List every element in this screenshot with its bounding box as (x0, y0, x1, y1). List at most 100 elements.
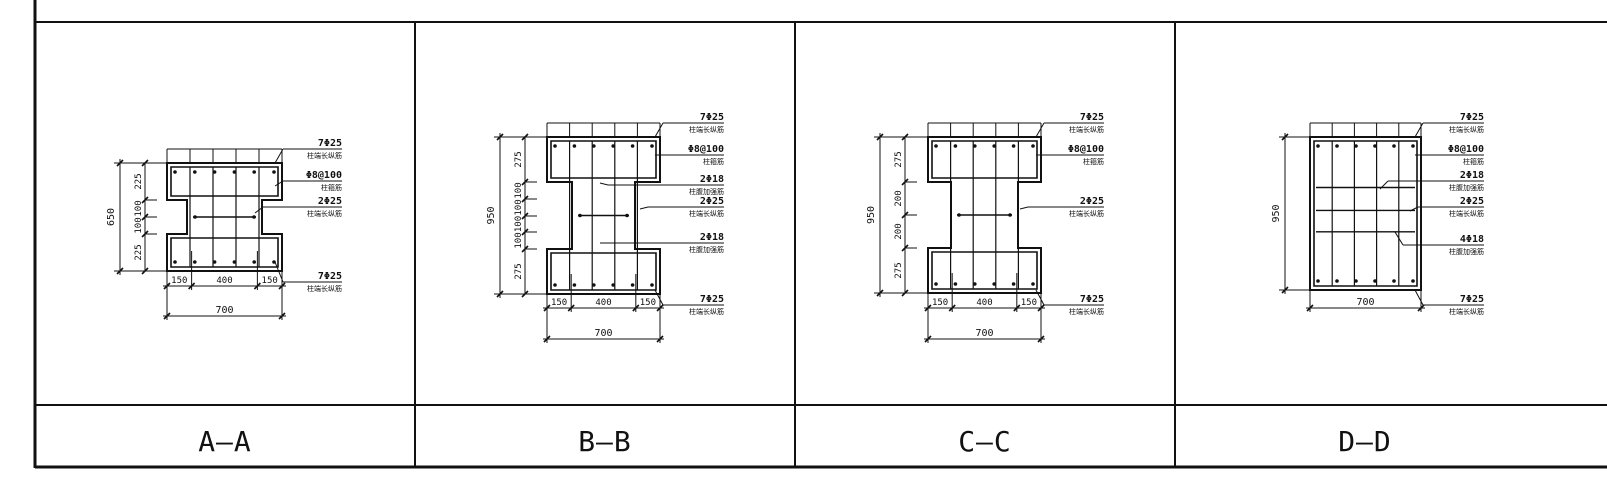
rebar-dot (212, 260, 217, 264)
rebar-dot (1373, 279, 1377, 283)
total-height-dimension: 650 (106, 208, 117, 226)
rebar-dot (193, 170, 197, 174)
note-leader (274, 148, 284, 164)
bottom-dimension: 400 (976, 298, 992, 308)
rebar-spec-label: 7Φ25 (1460, 294, 1484, 305)
width-dimension: 700 (215, 305, 233, 316)
rebar-dot (1411, 279, 1415, 283)
rebar-dot (578, 213, 582, 218)
rebar-dot (1031, 144, 1035, 148)
rebar-spec-note: 柱腹加强筋 (1449, 183, 1484, 192)
rebar-spec-label: Φ8@100 (1448, 144, 1484, 155)
rebar-dot (272, 170, 276, 174)
rebar-dot (611, 144, 615, 148)
rebar-dot (1354, 279, 1358, 283)
sheet-frame (33, 0, 1607, 469)
note-leader (599, 182, 609, 186)
row-dimension: 100 (134, 217, 144, 233)
rebar-dot (553, 144, 557, 148)
rebar-spec-note: 柱端长纵筋 (689, 209, 724, 218)
bottom-dimension: 150 (262, 276, 278, 286)
rebar-spec-label: Φ8@100 (306, 170, 342, 181)
rebar-spec-label: Φ8@100 (688, 144, 724, 155)
row-dimension: 100 (514, 232, 524, 248)
rebar-dot (173, 260, 177, 264)
total-height-dimension: 950 (486, 206, 497, 224)
rebar-spec-label: Φ8@100 (1068, 144, 1104, 155)
dimension-tick (141, 159, 149, 167)
stirrup-outline (931, 140, 1038, 290)
rebar-dot (572, 283, 577, 287)
row-dimension: 100 (134, 200, 144, 216)
section-d-d-drawing: 9507007Φ25柱端长纵筋Φ8@100柱箍筋2Φ18柱腹加强筋2Φ25柱端长… (1271, 112, 1484, 316)
bottom-dimension: 400 (595, 298, 611, 308)
rebar-spec-label: 2Φ25 (1460, 196, 1484, 207)
note-leader (1035, 289, 1045, 306)
rebar-dot (1031, 282, 1035, 286)
rebar-dot (193, 215, 197, 219)
rebar-spec-note: 柱端长纵筋 (1449, 209, 1484, 218)
rebar-dot (957, 213, 961, 217)
section-label-d-d: D—D (1338, 424, 1392, 458)
note-leader (1035, 122, 1045, 138)
rebar-spec-note: 柱端长纵筋 (307, 209, 342, 218)
bottom-dimension: 150 (932, 298, 948, 308)
dimension-tick (521, 133, 529, 141)
stirrup-outline (550, 140, 657, 291)
rebar-dot (992, 144, 996, 148)
row-dimension: 275 (514, 151, 524, 167)
section-label-b-b: B—B (578, 424, 632, 458)
section-label-c-c: C—C (958, 424, 1012, 458)
width-dimension: 700 (1356, 297, 1374, 308)
rebar-spec-note: 柱端长纵筋 (307, 284, 342, 293)
row-dimension: 275 (894, 262, 904, 278)
rebar-dot (611, 283, 615, 287)
note-leader (1414, 122, 1424, 138)
dimension-tick (924, 335, 932, 343)
rebar-dot (592, 144, 596, 148)
dimension-tick (496, 290, 504, 298)
rebar-spec-label: 7Φ25 (1460, 112, 1484, 123)
rebar-spec-note: 柱腹加强筋 (689, 245, 724, 254)
dimension-tick (278, 312, 286, 320)
rebar-dot (173, 170, 177, 174)
rebar-spec-label: 7Φ25 (318, 138, 342, 149)
dimension-tick (1281, 286, 1289, 294)
rebar-dot (592, 283, 596, 287)
dimension-tick (163, 312, 171, 320)
rebar-dot (1392, 279, 1396, 283)
note-leader (1019, 206, 1029, 210)
rebar-spec-note: 柱端长纵筋 (689, 307, 724, 316)
note-leader (274, 261, 284, 283)
rebar-dot (252, 260, 256, 264)
rebar-spec-label: 2Φ25 (1080, 196, 1104, 207)
rebar-spec-note: 柱箍筋 (703, 157, 724, 166)
rebar-spec-note: 柱腹加强筋 (1449, 247, 1484, 256)
rebar-dot (212, 170, 217, 174)
rebar-spec-note: 柱端长纵筋 (1449, 125, 1484, 134)
rebar-spec-note: 柱端长纵筋 (1069, 307, 1104, 316)
rebar-spec-note: 柱端长纵筋 (1069, 209, 1104, 218)
note-leader (1414, 289, 1424, 306)
rebar-dot (1411, 144, 1415, 148)
rebar-spec-label: 2Φ18 (1460, 170, 1484, 181)
note-leader (1379, 180, 1389, 190)
rebar-spec-note: 柱箍筋 (1083, 157, 1104, 166)
rebar-spec-note: 柱端长纵筋 (1069, 125, 1104, 134)
rebar-dot (973, 282, 977, 286)
rebar-dot (630, 144, 635, 148)
note-leader (639, 206, 649, 210)
note-leader (1409, 206, 1419, 212)
rebar-spec-label: 7Φ25 (1080, 112, 1104, 123)
bottom-dimension: 150 (1021, 298, 1037, 308)
rebar-dot (625, 213, 629, 218)
column-outline (1309, 136, 1422, 291)
bottom-dimension: 150 (551, 298, 567, 308)
note-leader (654, 122, 664, 138)
row-dimension: 200 (894, 190, 904, 206)
total-height-dimension: 950 (866, 206, 877, 224)
rebar-dot (650, 283, 654, 287)
row-dimension: 200 (894, 223, 904, 239)
